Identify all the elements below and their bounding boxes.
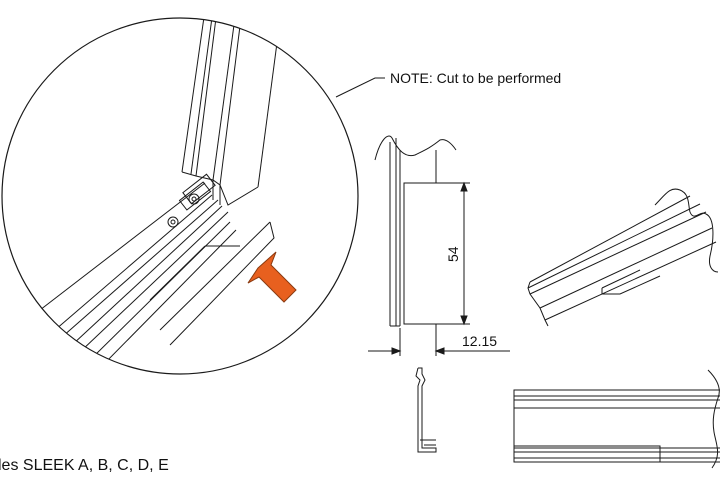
screws (167, 173, 216, 228)
isometric-break-line (654, 188, 719, 273)
elevation-break-line (707, 369, 720, 469)
cut-region (403, 150, 437, 325)
profile-rib (601, 275, 661, 295)
section-view (368, 135, 510, 356)
product-caption: les SLEEK A, B, C, D, E (0, 457, 169, 474)
offset-dimension-label: 12.15 (462, 333, 497, 349)
detail-circle (1, 17, 359, 375)
height-dimension-label: 54 (445, 246, 461, 262)
elevation-view (513, 369, 720, 469)
vertical-frame-profile (181, 18, 281, 206)
direction-arrow-icon (247, 251, 297, 303)
break-line (374, 135, 457, 161)
detail-view (1, 17, 385, 375)
bottom-rail-profile (39, 182, 275, 369)
note-leader-line (335, 77, 385, 98)
cut-segment (513, 445, 661, 463)
small-profile-section (415, 367, 437, 453)
screw-2 (167, 216, 179, 228)
isometric-profile-view (527, 188, 719, 327)
note-text: NOTE: Cut to be performed (390, 70, 561, 86)
